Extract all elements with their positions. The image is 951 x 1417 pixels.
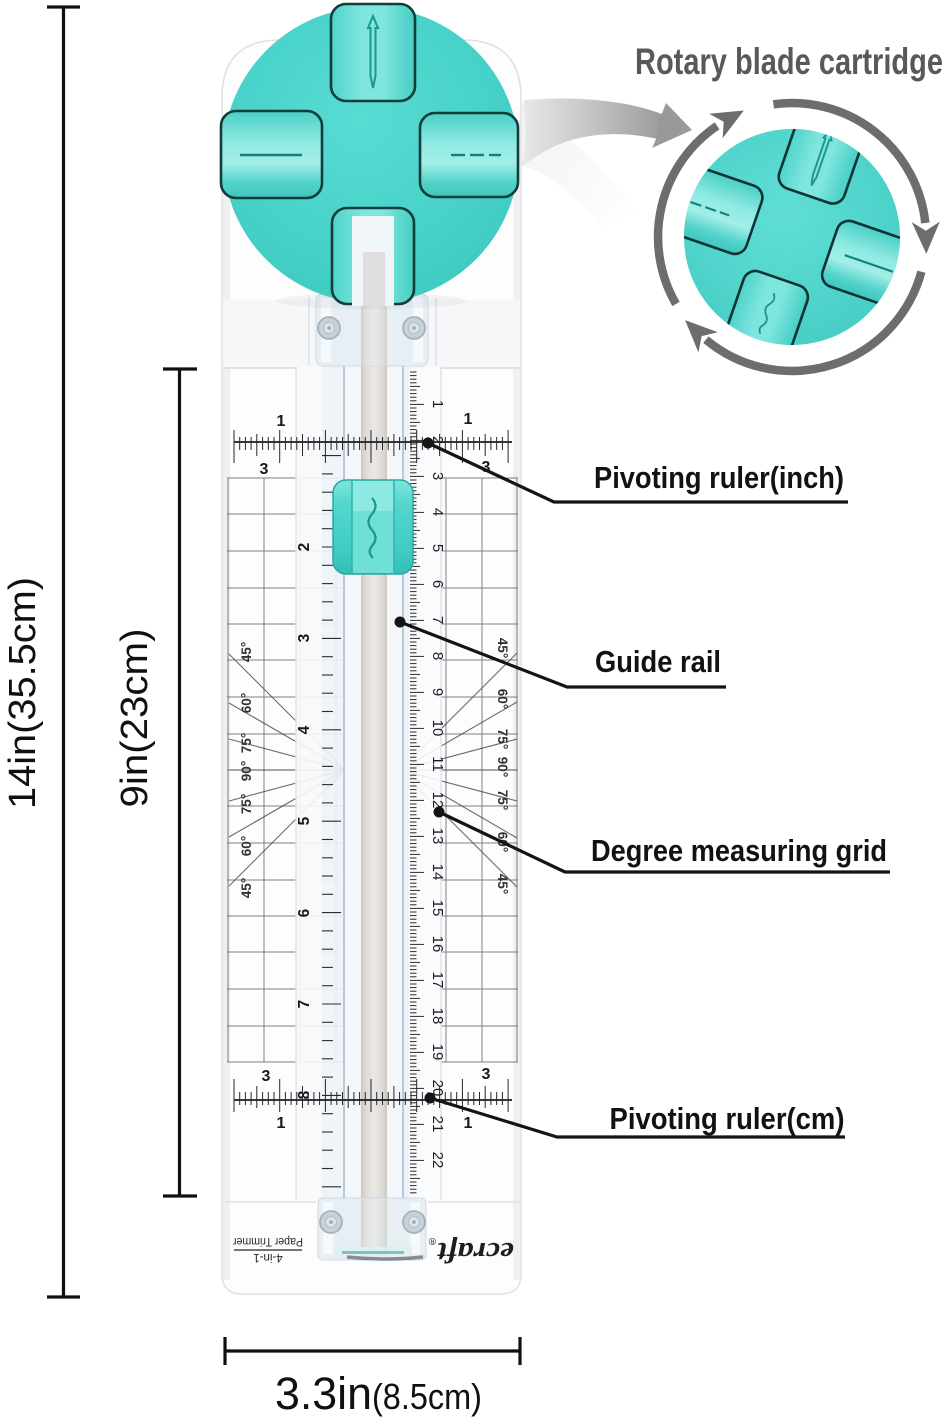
- svg-text:6: 6: [429, 580, 446, 588]
- svg-text:45°: 45°: [239, 642, 254, 662]
- svg-text:7: 7: [429, 616, 446, 624]
- svg-text:75°: 75°: [495, 790, 510, 810]
- svg-text:3: 3: [482, 459, 491, 476]
- svg-text:45°: 45°: [495, 638, 510, 658]
- svg-text:1: 1: [429, 400, 446, 408]
- svg-text:60°: 60°: [239, 836, 254, 856]
- svg-text:11: 11: [429, 756, 446, 772]
- svg-text:14: 14: [429, 864, 446, 881]
- svg-text:9: 9: [429, 688, 446, 696]
- svg-text:1: 1: [277, 413, 286, 430]
- svg-text:75°: 75°: [495, 729, 510, 749]
- svg-text:21: 21: [429, 1116, 446, 1133]
- svg-text:3: 3: [482, 1066, 491, 1083]
- svg-text:Paper Trimmer: Paper Trimmer: [233, 1235, 303, 1247]
- svg-text:3: 3: [260, 461, 269, 478]
- svg-text:4: 4: [296, 725, 313, 734]
- svg-text:®: ®: [428, 1235, 436, 1246]
- svg-text:1: 1: [277, 1115, 286, 1132]
- svg-text:75°: 75°: [239, 733, 254, 753]
- svg-text:90°: 90°: [495, 757, 510, 777]
- svg-text:15: 15: [429, 900, 446, 917]
- svg-text:4: 4: [429, 508, 446, 516]
- svg-text:5: 5: [296, 816, 313, 825]
- svg-text:90°: 90°: [239, 761, 254, 781]
- svg-text:45°: 45°: [495, 874, 510, 894]
- svg-text:14in(35.5cm): 14in(35.5cm): [2, 577, 44, 809]
- svg-text:10: 10: [429, 720, 446, 737]
- svg-text:3: 3: [429, 472, 446, 480]
- svg-text:20: 20: [429, 1080, 446, 1097]
- svg-text:2: 2: [429, 436, 446, 444]
- svg-text:1: 1: [464, 1115, 473, 1132]
- svg-text:Rotary blade cartridge: Rotary blade cartridge: [635, 41, 943, 82]
- svg-text:60°: 60°: [239, 693, 254, 713]
- svg-text:45°: 45°: [239, 878, 254, 898]
- svg-text:75°: 75°: [239, 794, 254, 814]
- svg-text:1: 1: [464, 411, 473, 428]
- svg-text:Degree measuring grid: Degree measuring grid: [591, 833, 887, 868]
- svg-text:13: 13: [429, 828, 446, 845]
- svg-text:Guide rail: Guide rail: [595, 644, 721, 679]
- svg-text:19: 19: [429, 1044, 446, 1061]
- svg-text:3: 3: [262, 1068, 271, 1085]
- svg-text:60°: 60°: [495, 689, 510, 709]
- svg-text:8: 8: [296, 1090, 313, 1099]
- svg-text:3: 3: [296, 633, 313, 642]
- svg-text:8: 8: [429, 652, 446, 660]
- svg-text:18: 18: [429, 1008, 446, 1025]
- svg-text:2: 2: [296, 543, 313, 552]
- svg-text:6: 6: [296, 908, 313, 917]
- svg-text:5: 5: [429, 544, 446, 552]
- svg-text:Pivoting ruler(inch): Pivoting ruler(inch): [594, 460, 844, 495]
- svg-text:9in(23cm): 9in(23cm): [114, 629, 156, 808]
- svg-text:17: 17: [429, 972, 446, 989]
- svg-text:ecraft: ecraft: [437, 1236, 514, 1268]
- svg-text:16: 16: [429, 936, 446, 953]
- svg-text:Pivoting ruler(cm): Pivoting ruler(cm): [610, 1101, 845, 1136]
- svg-text:3.3in(8.5cm): 3.3in(8.5cm): [275, 1368, 482, 1417]
- svg-text:22: 22: [429, 1152, 446, 1169]
- svg-text:4-in-1: 4-in-1: [253, 1251, 282, 1263]
- svg-text:7: 7: [296, 1000, 313, 1009]
- svg-text:12: 12: [429, 792, 446, 809]
